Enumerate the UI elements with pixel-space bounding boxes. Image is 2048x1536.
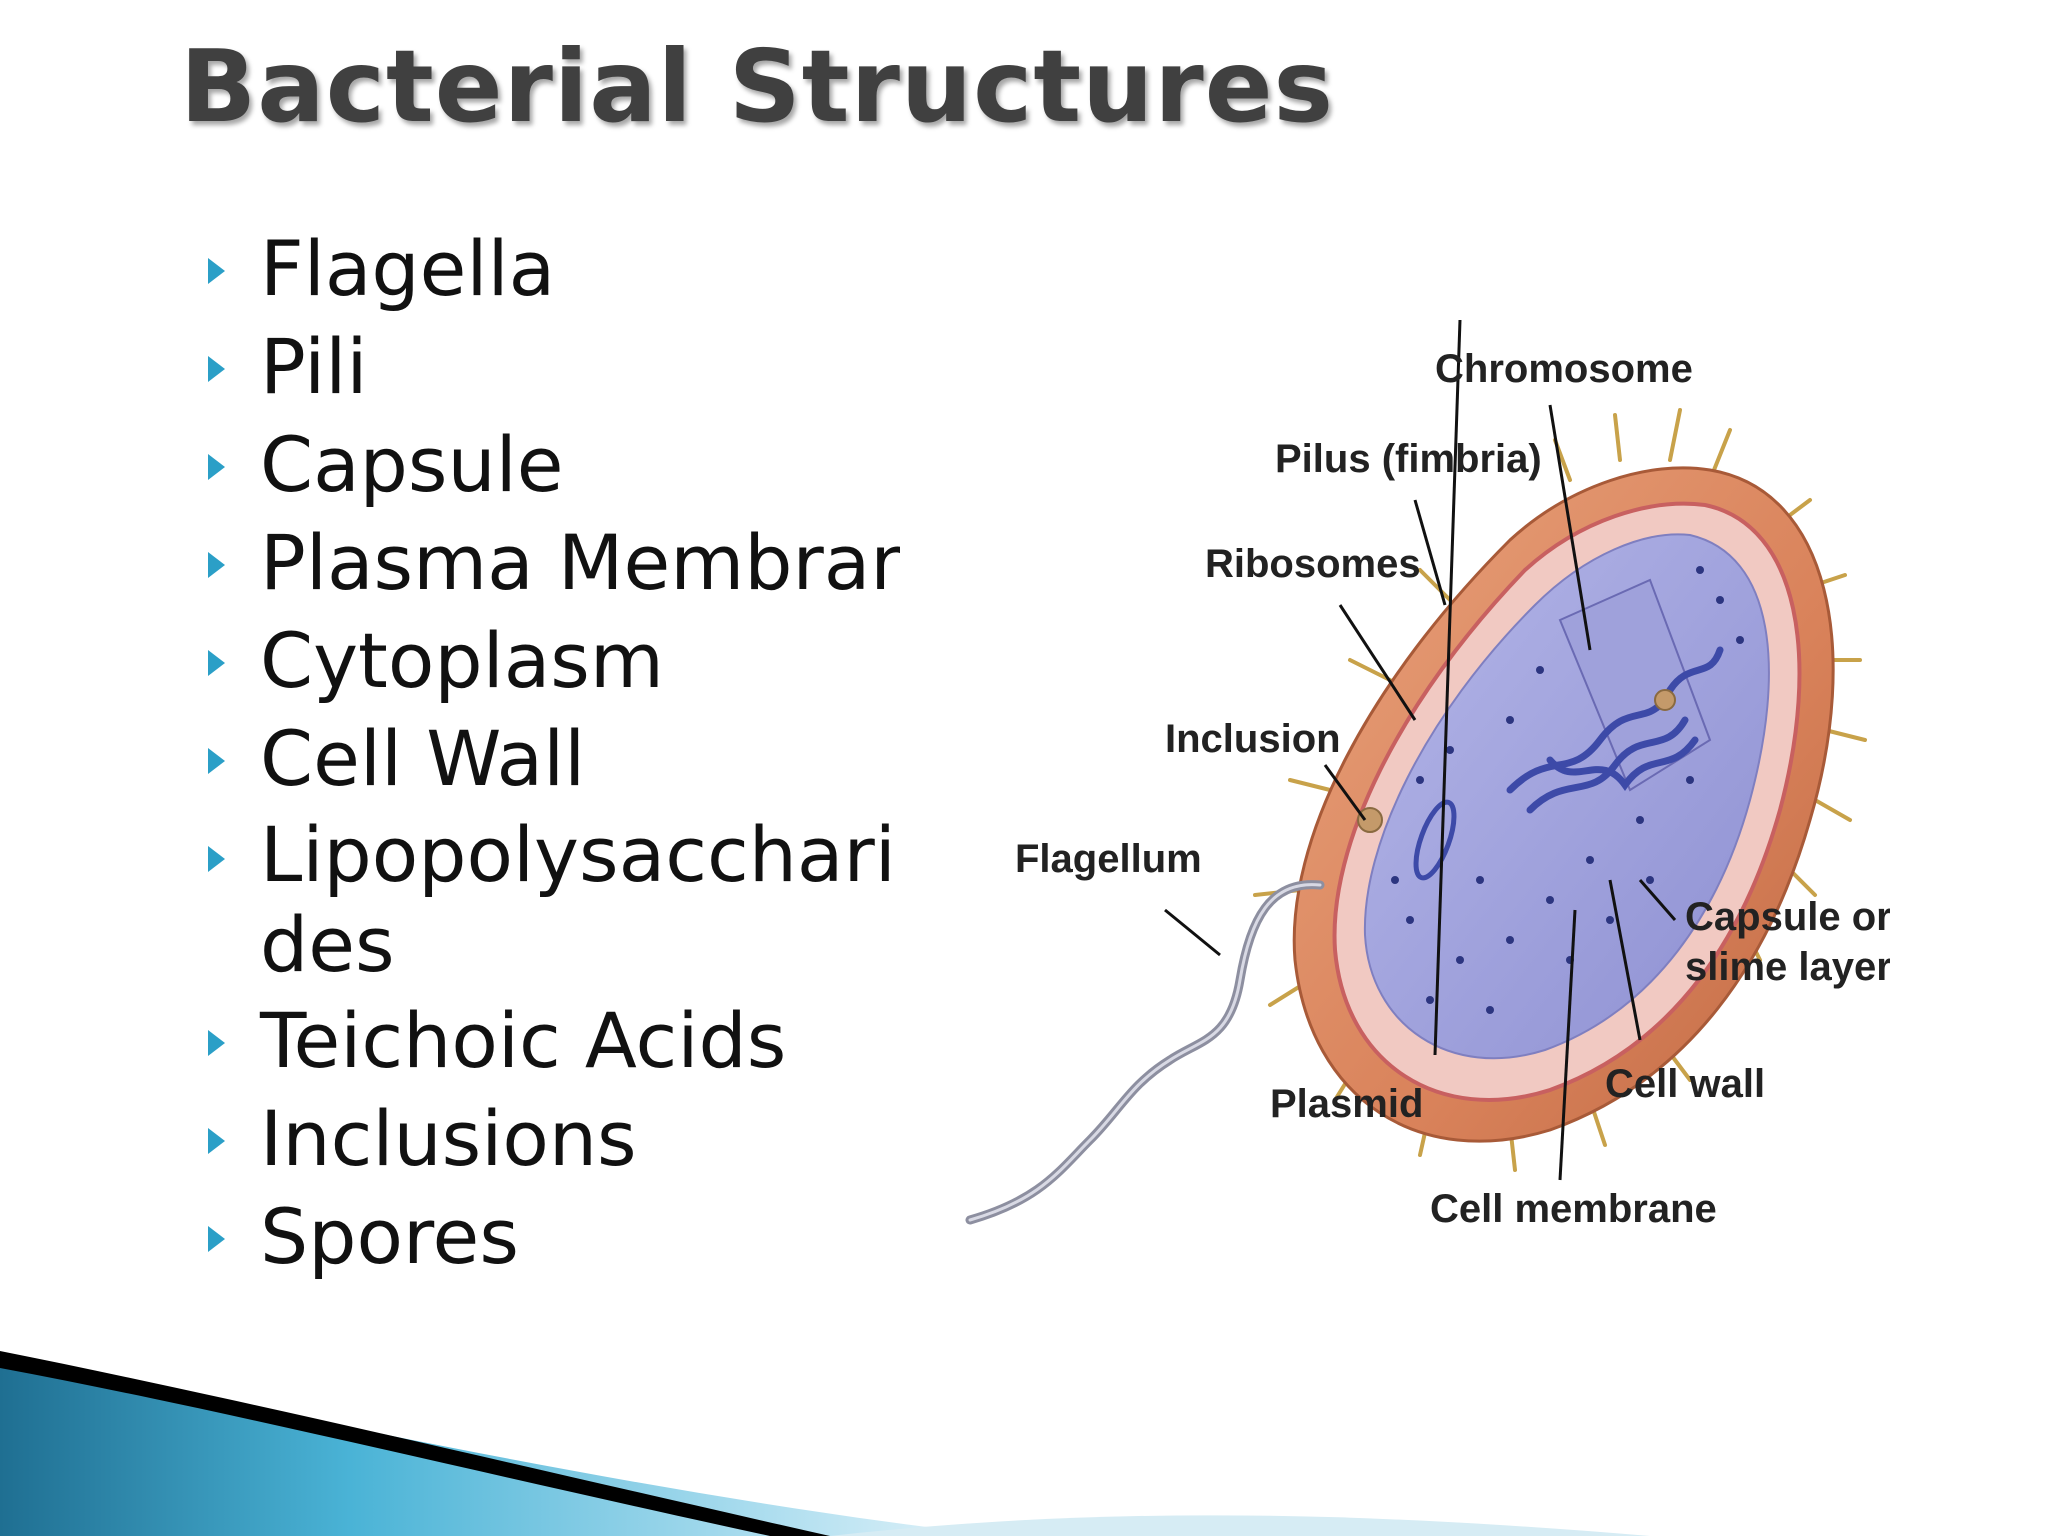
bullet-item-cell-wall: Cell Wall [200, 712, 900, 806]
bullet-text: Cell Wall [260, 714, 586, 803]
bullet-item-flagella: Flagella [200, 222, 900, 316]
label-capsule-line1: Capsule or [1685, 895, 1890, 939]
bullet-arrow-icon [208, 356, 225, 382]
label-ribosomes: Ribosomes [1205, 542, 1421, 586]
bullet-text: Plasma Membrane [260, 518, 900, 607]
bullet-text: Teichoic Acids [260, 996, 787, 1085]
bullet-item-pili: Pili [200, 320, 900, 414]
flagellum-shape [965, 880, 1325, 1225]
label-flagellum: Flagellum [1015, 837, 1202, 881]
bullet-item-capsule: Capsule [200, 418, 900, 512]
bullet-arrow-icon [208, 1128, 225, 1154]
ribosome-dots [1391, 566, 1744, 1014]
bullet-list: Flagella Pili Capsule Plasma Membrane Cy… [200, 222, 900, 1284]
bullet-list-container: Flagella Pili Capsule Plasma Membrane Cy… [200, 222, 900, 1302]
label-plasmid: Plasmid [1270, 1082, 1423, 1126]
decorative-swoosh [0, 1296, 2048, 1536]
bullet-text: Pili [260, 322, 368, 411]
bullet-text: Cytoplasm [260, 616, 664, 705]
swoosh-graphic [0, 1351, 1650, 1536]
slide-title: Bacterial Structures [180, 28, 1335, 145]
chromosome-shape [1506, 646, 1724, 814]
bullet-item-spores: Spores [200, 1190, 900, 1284]
bullet-text: Spores [260, 1192, 519, 1281]
bacterial-cell-illustration: Chromosome Pilus (fimbria) Ribosomes Inc… [965, 320, 1890, 1231]
bullet-item-teichoic-acids: Teichoic Acids [200, 994, 900, 1088]
label-chromosome: Chromosome [1435, 347, 1693, 391]
label-pilus: Pilus (fimbria) [1275, 437, 1542, 481]
bullet-item-lipopolysaccharides: Lipopolysaccharides [200, 810, 900, 990]
bullet-text: Inclusions [260, 1094, 637, 1183]
bullet-arrow-icon [208, 552, 225, 578]
bullet-arrow-icon [208, 846, 225, 872]
label-inclusion: Inclusion [1165, 717, 1341, 761]
bullet-arrow-icon [208, 454, 225, 480]
bullet-arrow-icon [208, 650, 225, 676]
label-capsule-line2: slime layer [1685, 945, 1890, 989]
inclusion-granule [1654, 689, 1676, 711]
bacterial-cell-diagram: Chromosome Pilus (fimbria) Ribosomes Inc… [950, 320, 1890, 1300]
label-cell-membrane: Cell membrane [1430, 1187, 1717, 1231]
bullet-item-plasma-membrane: Plasma Membrane [200, 516, 900, 610]
bullet-arrow-icon [208, 748, 225, 774]
plasmid-shape [1413, 799, 1457, 881]
bullet-item-inclusions: Inclusions [200, 1092, 900, 1186]
bullet-arrow-icon [208, 1226, 225, 1252]
bullet-arrow-icon [208, 1030, 225, 1056]
inclusion-granule [1357, 807, 1383, 833]
bullet-text: Lipopolysaccharides [260, 810, 896, 989]
bullet-text: Capsule [260, 420, 564, 509]
bullet-text: Flagella [260, 224, 556, 313]
label-cell-wall: Cell wall [1605, 1062, 1765, 1106]
bullet-item-cytoplasm: Cytoplasm [200, 614, 900, 708]
bullet-arrow-icon [208, 258, 225, 284]
